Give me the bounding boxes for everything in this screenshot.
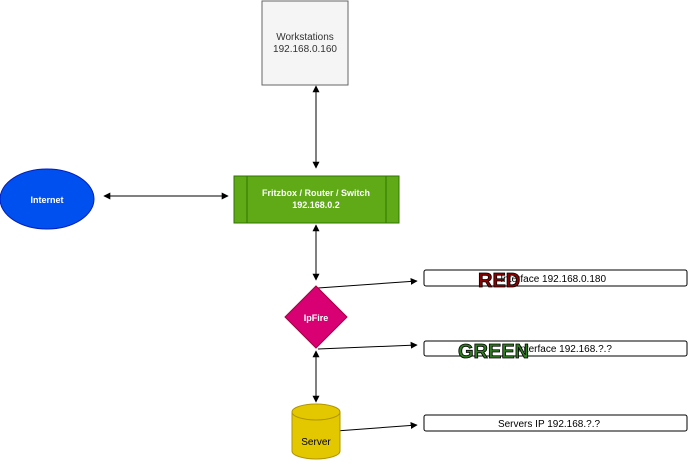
red-interface-text: Interface 192.168.0.180 [500, 274, 606, 285]
connector-ipfire-red [317, 277, 418, 289]
internet-node[interactable]: Internet [0, 168, 95, 230]
servers-ip-node[interactable]: Servers IP 192.168.?.? [423, 414, 688, 432]
green-interface-box [423, 340, 688, 357]
server-cylinder-body [291, 412, 341, 460]
ipfire-node[interactable]: IpFire [284, 285, 348, 349]
fritzbox-label: Fritzbox / Router / Switch [262, 188, 370, 198]
red-overlay-label: RED [478, 270, 520, 292]
servers-ip-box [423, 414, 688, 432]
red-interface-node[interactable]: Interface 192.168.0.180 RED [423, 269, 688, 292]
server-cylinder-top [291, 403, 341, 421]
connector-server-servers-ip [335, 421, 418, 432]
server-label: Server [301, 437, 331, 448]
servers-ip-text: Servers IP 192.168.?.? [498, 419, 601, 430]
green-overlay-label: GREEN [458, 341, 529, 363]
green-interface-node[interactable]: Interface 192.168.?.? GREEN [423, 340, 688, 363]
ipfire-diamond [284, 285, 348, 349]
server-node[interactable]: Server [291, 403, 341, 460]
workstations-ip: 192.168.0.160 [273, 44, 337, 55]
fritzbox-node[interactable]: Fritzbox / Router / Switch 192.168.0.2 [233, 175, 400, 224]
workstations-label: Workstations [276, 32, 334, 43]
red-interface-box [423, 269, 688, 287]
ipfire-label: IpFire [304, 313, 329, 323]
workstations-node[interactable]: Workstations 192.168.0.160 [261, 0, 349, 86]
connector-ipfire-green [317, 341, 418, 350]
fritzbox-ip: 192.168.0.2 [292, 200, 340, 210]
workstations-box [261, 0, 349, 86]
internet-label: Internet [30, 195, 63, 205]
green-interface-text: Interface 192.168.?.? [517, 344, 612, 355]
fritzbox-box [233, 175, 400, 224]
internet-ellipse [0, 168, 95, 230]
